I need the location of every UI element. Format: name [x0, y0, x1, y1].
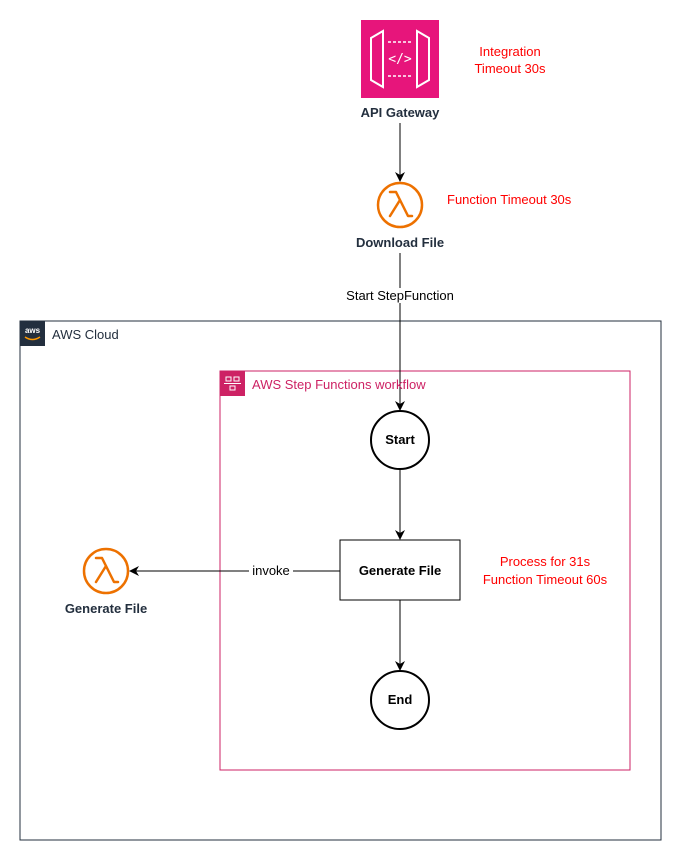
- edge-start-stepfunction-label: Start StepFunction: [340, 288, 460, 303]
- end-node[interactable]: [370, 670, 430, 730]
- api-gateway-icon[interactable]: </>: [361, 20, 439, 98]
- generate-file-task[interactable]: [339, 539, 461, 601]
- step-functions-workflow-label: AWS Step Functions workflow: [252, 377, 426, 392]
- generate-file-task-label: Generate File: [358, 563, 442, 578]
- generate-lambda-label: Generate File: [64, 601, 148, 616]
- api-gateway-note-line2: Timeout 30s: [474, 61, 546, 76]
- api-gateway-label: API Gateway: [360, 105, 440, 120]
- download-lambda-note: Function Timeout 30s: [447, 192, 572, 207]
- generate-task-note-line2: Function Timeout 60s: [482, 572, 608, 587]
- generate-lambda-icon[interactable]: [82, 547, 130, 595]
- aws-logo-icon: aws: [20, 321, 45, 346]
- svg-text:aws: aws: [25, 326, 41, 335]
- edge-invoke-label: invoke: [249, 563, 293, 578]
- end-node-label: End: [387, 692, 413, 707]
- download-lambda-label: Download File: [355, 235, 445, 250]
- step-functions-icon: [220, 371, 245, 396]
- start-node-label: Start: [385, 432, 415, 447]
- download-lambda-icon[interactable]: [376, 181, 424, 229]
- aws-cloud-group[interactable]: [19, 320, 662, 841]
- aws-cloud-label: AWS Cloud: [52, 327, 119, 342]
- generate-task-note-line1: Process for 31s: [499, 554, 591, 569]
- api-gateway-note-line1: Integration: [479, 44, 541, 59]
- svg-text:</>: </>: [388, 52, 412, 67]
